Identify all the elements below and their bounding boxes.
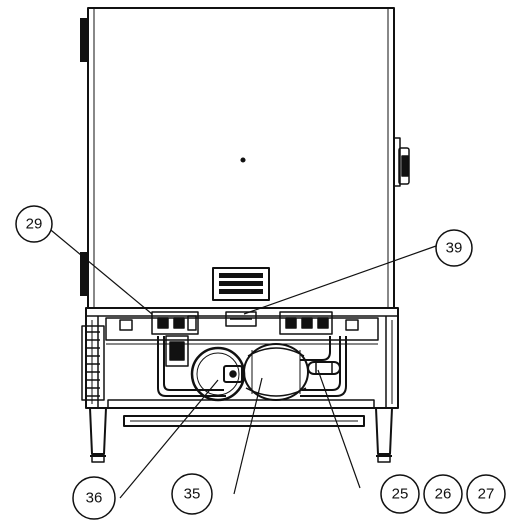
compressor: [243, 343, 309, 401]
left-leg: [89, 407, 107, 463]
leader-35: [233, 377, 263, 495]
callout-label-39: 39: [446, 240, 463, 257]
callout-circles: [15, 205, 506, 520]
callout-circle-25: [380, 474, 420, 514]
callout-circle-36: [72, 476, 116, 520]
callout-label-25: 25: [392, 486, 409, 503]
refrigerant-tubing: [157, 336, 347, 397]
left-hinge-lower: [80, 252, 88, 296]
leader-29: [45, 225, 153, 315]
upper-cabinet: [87, 7, 395, 309]
base-frame: [85, 307, 399, 409]
callout-label-29: 29: [26, 216, 43, 233]
drip-tray: [107, 399, 375, 427]
callout-label-27: 27: [478, 486, 495, 503]
valve-cluster-right: [279, 311, 333, 335]
leader-lines: [45, 225, 437, 499]
leader-39: [243, 245, 437, 315]
callout-label-35: 35: [184, 486, 201, 503]
callout-label-26: 26: [435, 486, 452, 503]
condenser-fan: [190, 346, 246, 402]
callout-label-36: 36: [86, 490, 103, 507]
valve-cluster-left: [151, 311, 199, 367]
receiver-drier: [307, 361, 341, 375]
callout-circle-27: [466, 474, 506, 514]
left-hinge-upper: [80, 18, 88, 62]
left-louvre-panel: [81, 325, 105, 401]
callout-circle-29: [15, 205, 53, 243]
callout-circle-35: [171, 473, 213, 515]
leader-25: [317, 369, 361, 489]
center-fitting: [225, 311, 257, 327]
right-leg: [375, 407, 393, 463]
callout-circle-39: [435, 229, 473, 267]
leader-36: [119, 379, 219, 499]
data-plate: [212, 267, 270, 301]
callout-circle-26: [423, 474, 463, 514]
right-latch: [393, 137, 410, 187]
